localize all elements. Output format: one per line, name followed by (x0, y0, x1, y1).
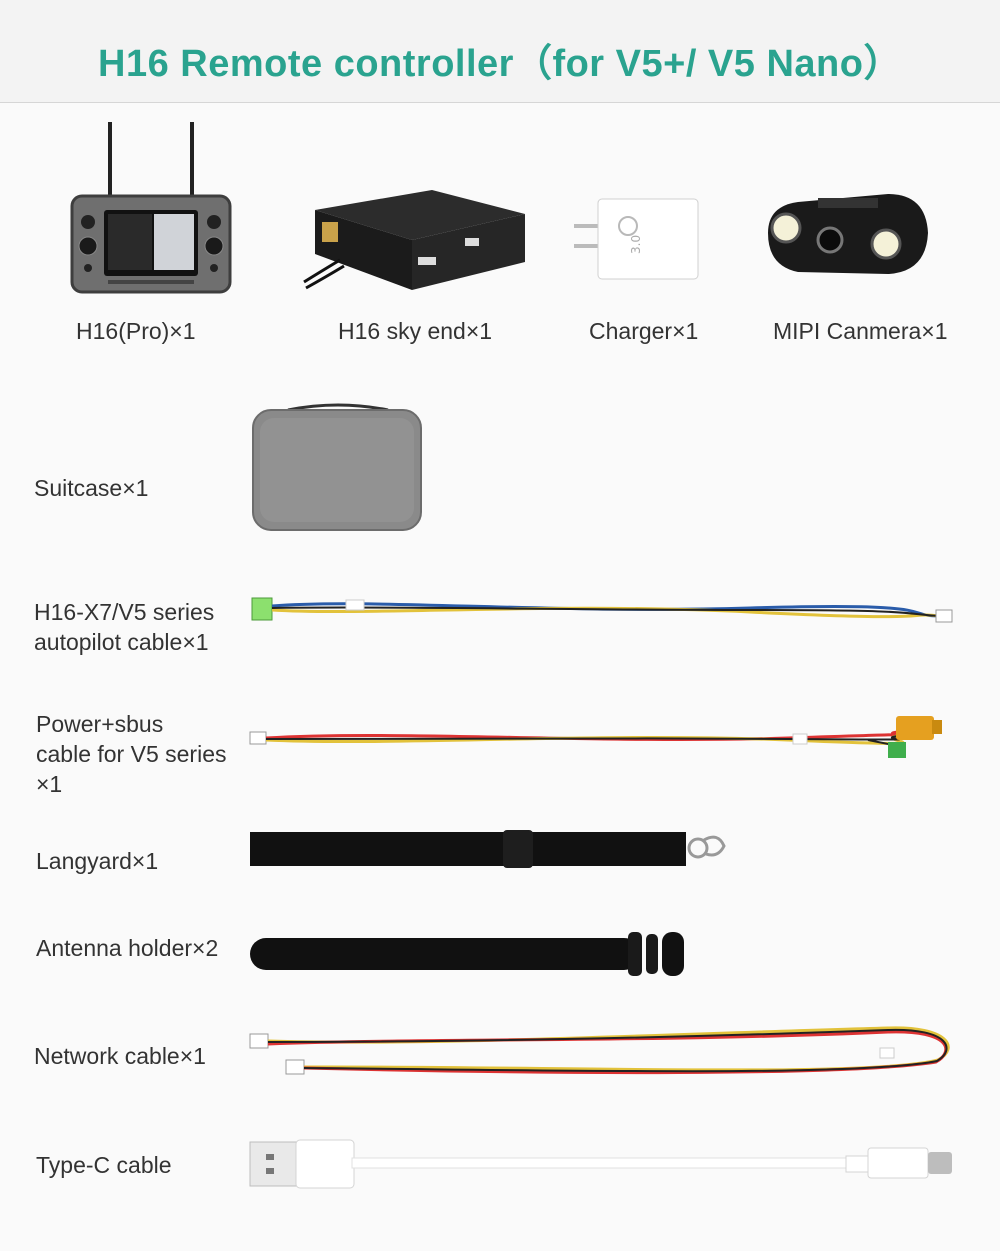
item-label-lanyard: Langyard×1 (36, 848, 159, 874)
power-sbus-cable-image (248, 710, 958, 765)
mipi-camera-image (758, 188, 933, 283)
lanyard-image (248, 826, 728, 874)
item-label-type-c-cable: Type-C cable (36, 1152, 172, 1178)
item-label-controller: H16(Pro)×1 (76, 318, 196, 344)
type-c-cable-image (248, 1136, 958, 1194)
header-bar: H16 Remote controller（for V5+/ V5 Nano） (0, 0, 1000, 103)
remote-controller-image (68, 118, 233, 298)
network-cable-image (248, 1018, 960, 1090)
suitcase-image (248, 400, 428, 535)
item-label-network-cable: Network cable×1 (34, 1043, 206, 1069)
item-label-autopilot-cable: H16-X7/V5 series autopilot cable×1 (34, 597, 214, 657)
power-cable-line1: Power+sbus (36, 711, 164, 737)
antenna-holder-image (248, 928, 688, 978)
autopilot-cable-line1: H16-X7/V5 series (34, 599, 215, 625)
item-label-antenna-holder: Antenna holder×2 (36, 935, 219, 961)
item-label-sky-end: H16 sky end×1 (338, 318, 493, 344)
item-label-charger: Charger×1 (589, 318, 699, 344)
item-label-power-sbus-cable: Power+sbus cable for V5 series ×1 (36, 709, 226, 799)
power-cable-line2: cable for V5 series (36, 741, 227, 767)
item-label-suitcase: Suitcase×1 (34, 475, 149, 501)
autopilot-cable-image (250, 592, 960, 632)
item-label-camera: MIPI Canmera×1 (773, 318, 948, 344)
autopilot-cable-line2: autopilot cable×1 (34, 629, 209, 655)
page-title: H16 Remote controller（for V5+/ V5 Nano） (98, 43, 902, 85)
charger-image: 3.0 (570, 196, 702, 281)
power-cable-line3: ×1 (36, 771, 63, 797)
svg-text:3.0: 3.0 (629, 235, 643, 254)
sky-end-image (300, 182, 530, 297)
